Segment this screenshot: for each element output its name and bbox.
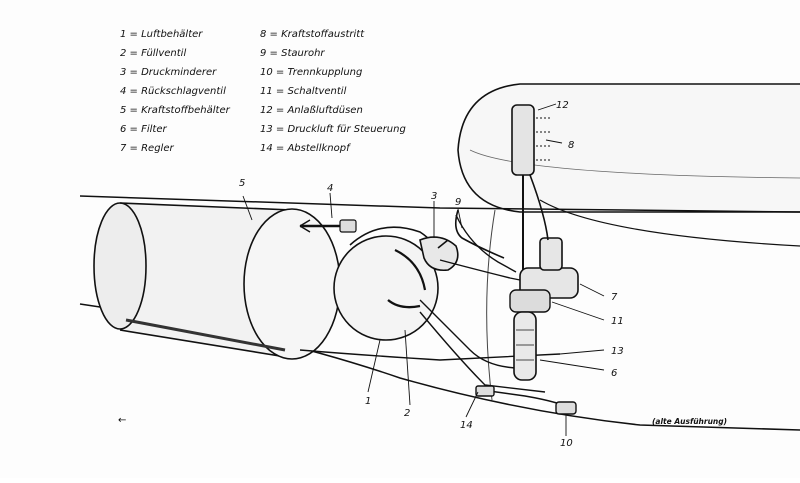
- legend-item-7: 7 = Regler: [120, 143, 174, 154]
- engine-nacelle: [457, 83, 800, 213]
- callout-2: 2: [404, 408, 410, 419]
- callout-14: 14: [460, 420, 473, 431]
- legend-item-9: 9 = Staurohr: [260, 48, 325, 59]
- legend-item-4: 4 = Rückschlagventil: [120, 86, 226, 97]
- callout-13: 13: [611, 346, 624, 357]
- legend-item-1: 1 = Luftbehälter: [120, 29, 203, 40]
- legend-item-8: 8 = Kraftstoffaustritt: [260, 29, 365, 40]
- callout-1: 1: [365, 396, 371, 407]
- callout-4: 4: [327, 183, 333, 194]
- callout-labels: 1 2 3 4 5 6 7 8 9 10 11 12 13 14: [239, 100, 624, 449]
- legend-item-2: 2 = Füllventil: [120, 48, 186, 59]
- starting-air-nozzles: [536, 117, 552, 161]
- separation-coupling: [555, 401, 577, 415]
- callout-12: 12: [556, 100, 569, 111]
- legend-right-column: 8 = Kraftstoffaustritt 9 = Staurohr 10 =…: [260, 29, 406, 154]
- callout-11: 11: [611, 316, 624, 327]
- legend-left-column: 1 = Luftbehälter 2 = Füllventil 3 = Druc…: [120, 29, 231, 154]
- legend-item-13: 13 = Druckluft für Steuerung: [260, 124, 406, 135]
- fuel-outlet: [511, 104, 549, 270]
- legend-item-11: 11 = Schaltventil: [260, 86, 347, 97]
- check-valve: [339, 219, 357, 233]
- pitot-tube: [454, 209, 505, 259]
- corner-mark: ←: [118, 415, 126, 426]
- callout-9: 9: [455, 197, 461, 208]
- switching-valve: [509, 289, 551, 313]
- callout-6: 6: [611, 368, 617, 379]
- version-note: (alte Ausführung): [652, 417, 727, 426]
- legend-item-5: 5 = Kraftstoffbehälter: [120, 105, 231, 116]
- regulator: [519, 237, 579, 299]
- air-tank: [333, 226, 439, 341]
- callout-7: 7: [611, 292, 618, 303]
- callout-8: 8: [568, 140, 574, 151]
- leader-lines: [242, 103, 605, 436]
- callout-3: 3: [431, 191, 437, 202]
- legend-item-14: 14 = Abstellknopf: [260, 143, 351, 154]
- callout-10: 10: [560, 438, 573, 449]
- legend-item-12: 12 = Anlaßluftdüsen: [260, 105, 363, 116]
- callout-5: 5: [239, 178, 245, 189]
- shutoff-knob: [475, 385, 495, 397]
- legend-item-6: 6 = Filter: [120, 124, 167, 135]
- fuel-tank: [93, 202, 341, 360]
- legend-item-10: 10 = Trennkupplung: [260, 67, 362, 78]
- filter-unit: [513, 311, 537, 381]
- legend-item-3: 3 = Druckminderer: [120, 67, 217, 78]
